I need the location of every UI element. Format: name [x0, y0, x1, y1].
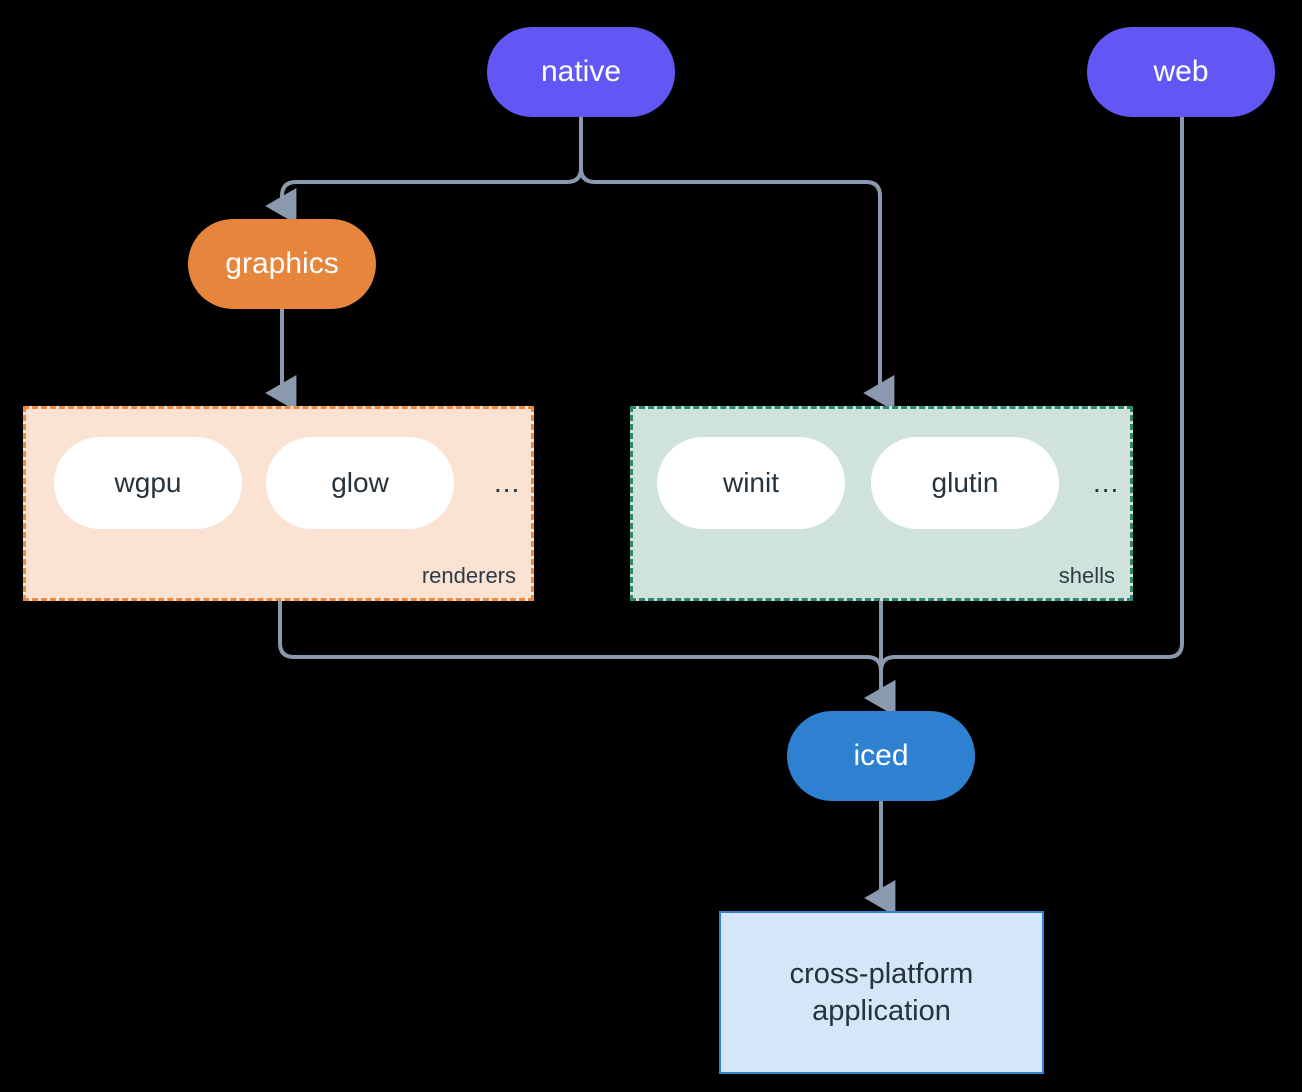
node-native[interactable]: native — [487, 27, 675, 117]
shells-more-ellipsis: ... — [1093, 467, 1120, 498]
edge-native-shells — [579, 117, 895, 411]
group-shells: winit glutin ... shells — [630, 406, 1133, 601]
node-wgpu[interactable]: wgpu — [54, 437, 242, 529]
node-graphics[interactable]: graphics — [188, 219, 376, 309]
group-label-renderers: renderers — [421, 563, 516, 588]
application-label-line-2: application — [812, 994, 951, 1027]
group-label-shells: shells — [1058, 563, 1115, 588]
edge-renderers-iced — [278, 601, 896, 716]
node-iced[interactable]: iced — [787, 711, 975, 801]
node-winit[interactable]: winit — [657, 437, 845, 529]
node-cross-platform-application[interactable]: cross-platform application — [719, 911, 1044, 1074]
node-web[interactable]: web — [1087, 27, 1275, 117]
node-glow[interactable]: glow — [266, 437, 454, 529]
node-glutin[interactable]: glutin — [871, 437, 1059, 529]
group-renderers: wgpu glow ... renderers — [23, 406, 534, 601]
edge-native-fork — [265, 117, 583, 224]
renderers-more-ellipsis: ... — [494, 467, 521, 498]
application-label-line-1: cross-platform — [789, 958, 974, 991]
